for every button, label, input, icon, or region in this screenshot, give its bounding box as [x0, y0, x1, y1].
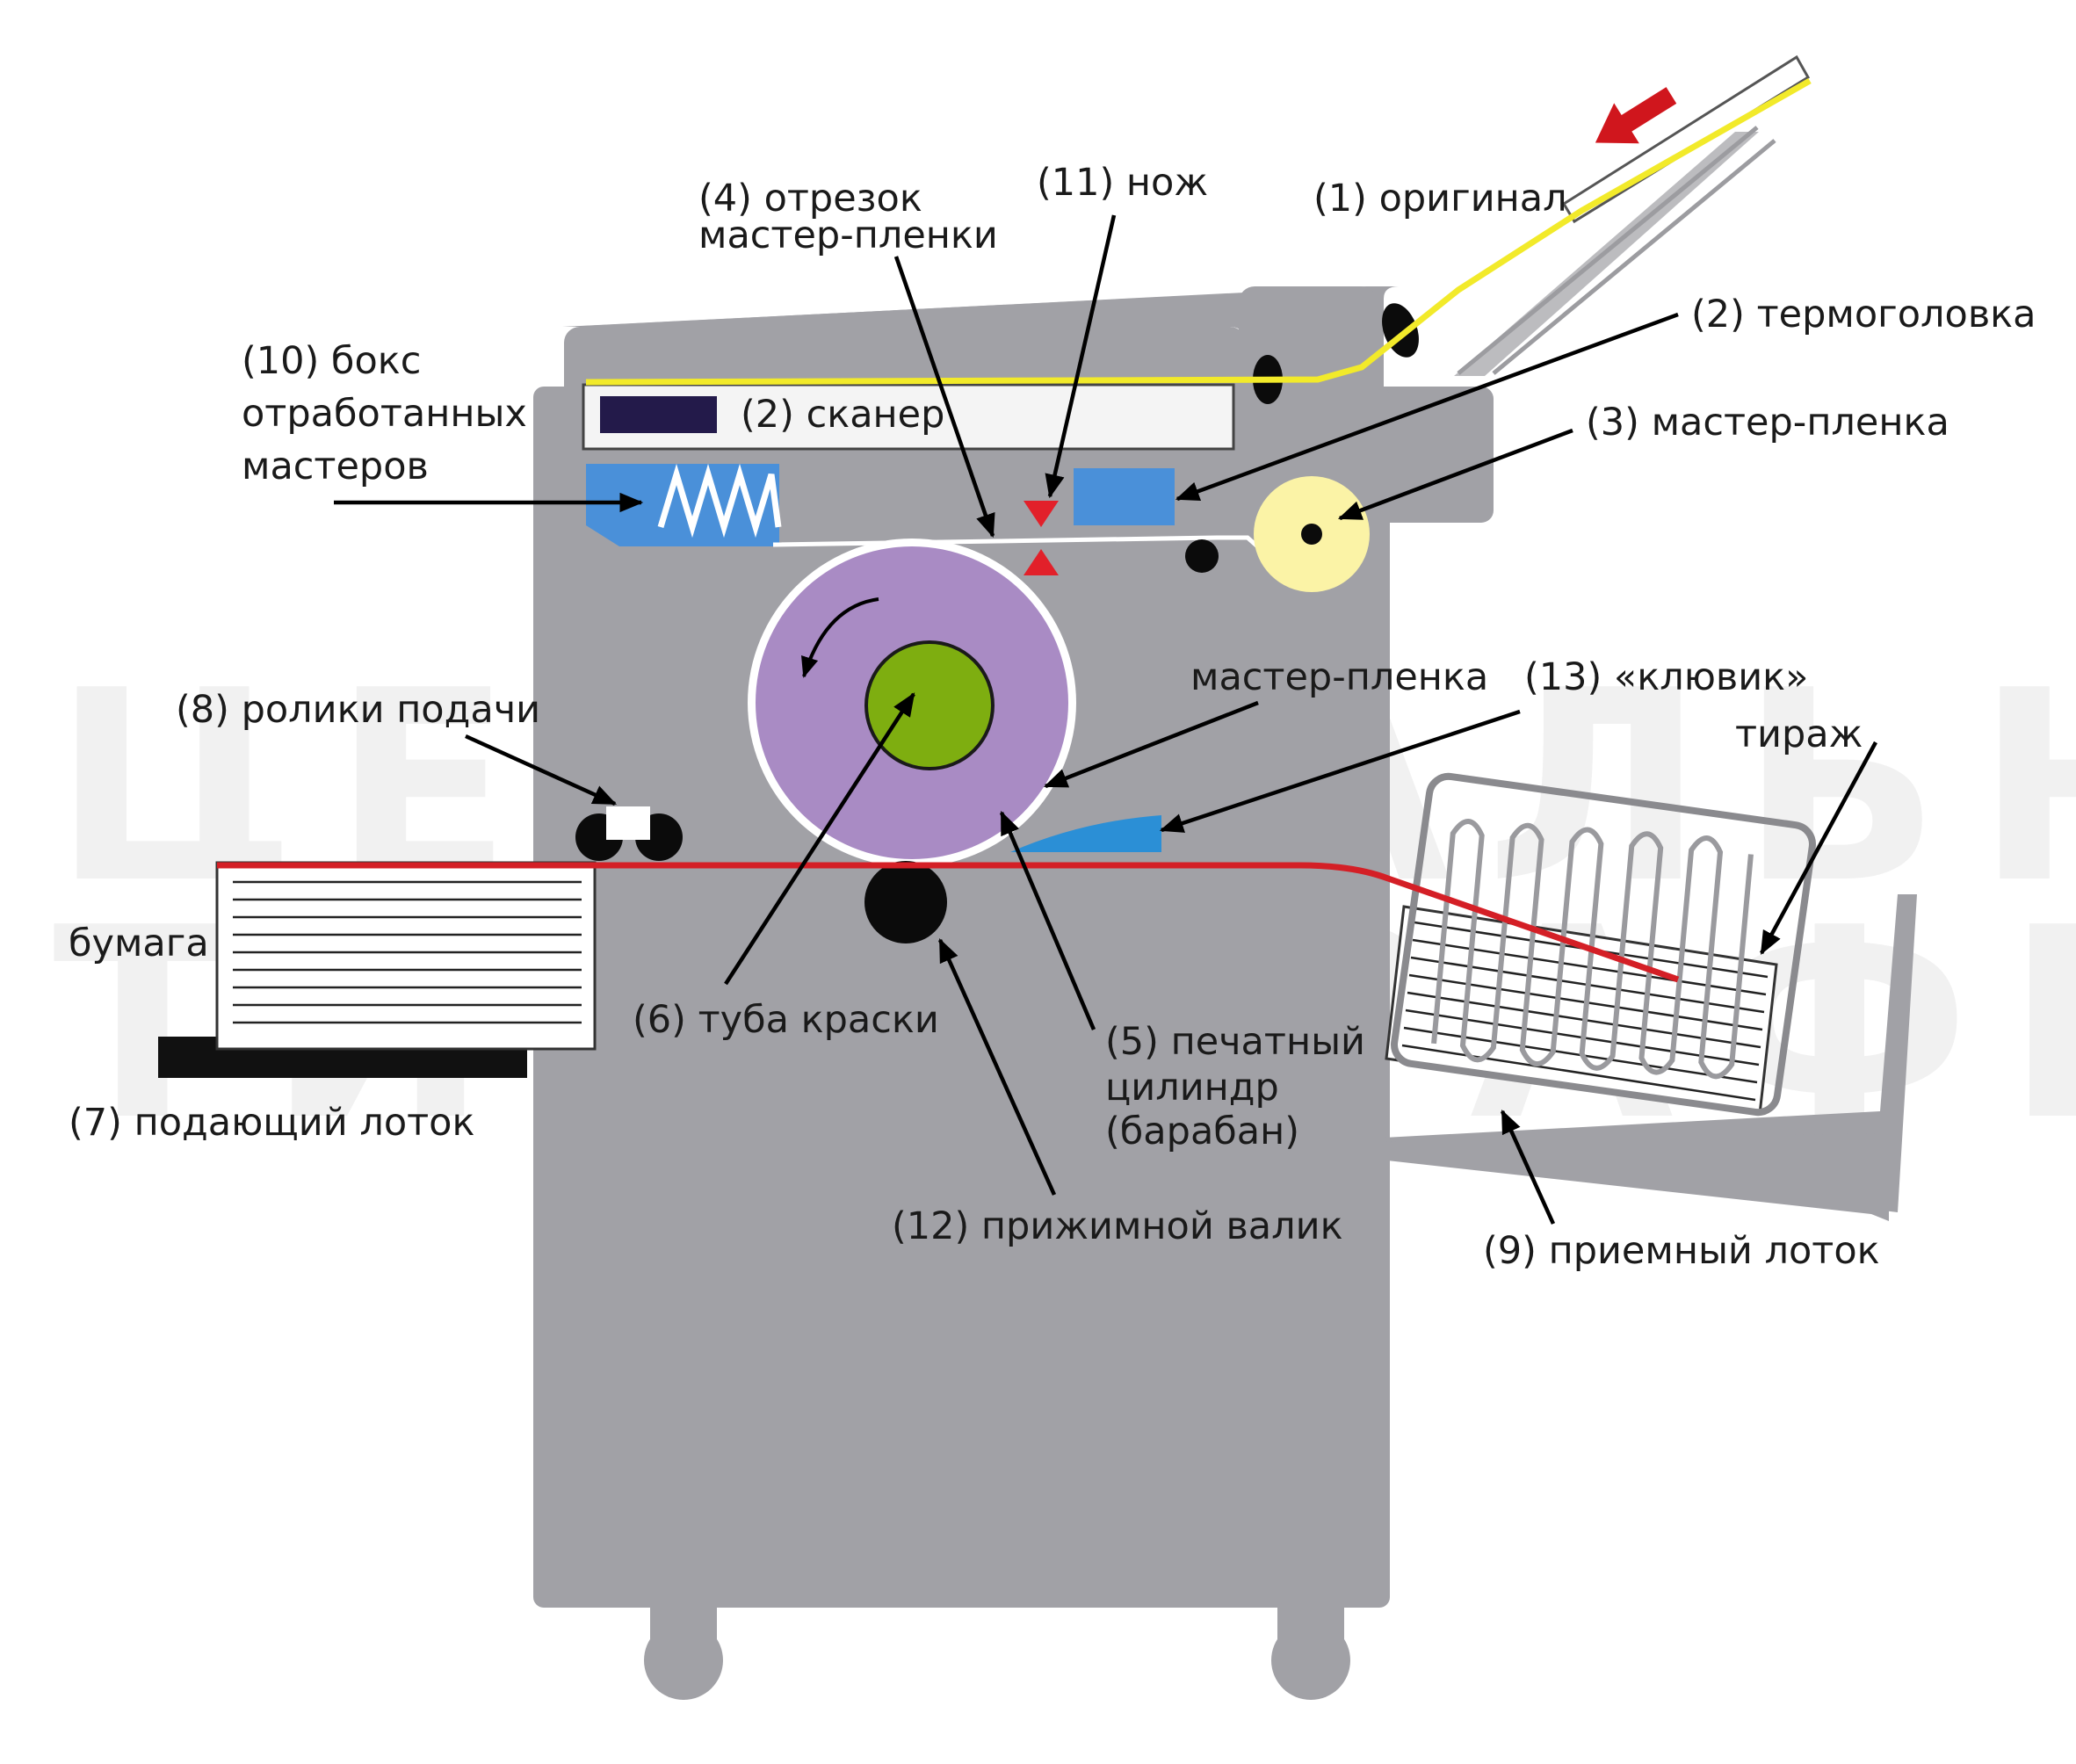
label-drum-1: (5) печатный	[1105, 1020, 1365, 1064]
label-master-cut-1: (4) отрезок	[698, 177, 922, 220]
arrow-print-run	[1760, 741, 1877, 955]
label-waste-box-3: мастеров	[242, 445, 429, 488]
housing-main	[533, 387, 1390, 1608]
master-roll-core	[1301, 524, 1322, 545]
label-paper: бумага	[69, 922, 209, 965]
arrow-drum	[999, 810, 1096, 1030]
label-master-cut-2: мастер-пленки	[698, 213, 998, 257]
spring-icon	[657, 463, 782, 539]
label-beak: (13) «клювик»	[1524, 655, 1808, 699]
arrow-thermohead	[1175, 312, 1679, 502]
thermohead	[1074, 468, 1175, 525]
print-paper-path	[217, 862, 1680, 983]
arrow-knife	[1045, 214, 1117, 499]
label-feed-rollers: (8) ролики подачи	[176, 688, 540, 732]
arrow-ink-tube	[724, 692, 915, 986]
scanner-label: (2) сканер	[741, 393, 944, 437]
label-knife: (11) нож	[1037, 161, 1208, 205]
label-feed-tray: (7) подающий лоток	[69, 1101, 474, 1145]
scanner: (2) сканер	[582, 383, 1235, 451]
label-drum-3: (барабан)	[1105, 1110, 1299, 1153]
label-original: (1) оригинал	[1313, 177, 1567, 220]
rotation-arrow-icon	[801, 597, 879, 678]
label-receiving-tray: (9) приемный лоток	[1483, 1229, 1880, 1273]
labels: (1) оригинал (2) термоголовка (3) мастер…	[69, 161, 2036, 1273]
ink-tube	[864, 640, 995, 770]
original-paper-path	[585, 77, 1812, 386]
knife-upper-blade	[1024, 501, 1059, 527]
knife-lower-blade	[1024, 549, 1059, 575]
label-print-run: тираж	[1735, 712, 1863, 756]
arrow-beak	[1159, 709, 1521, 833]
label-waste-box-1: (10) бокс	[242, 339, 421, 383]
knife	[1024, 501, 1059, 575]
arrow-feed-rollers	[465, 734, 618, 806]
press-roller	[864, 861, 947, 943]
label-waste-box-2: отработанных	[242, 392, 527, 436]
scanner-bar	[600, 396, 717, 433]
red-arrow-icon	[1595, 87, 1677, 144]
paper-stack	[215, 861, 597, 1051]
output-frame	[1391, 772, 1816, 1117]
paper-stack-lines	[233, 880, 582, 1024]
leader-arrows	[334, 214, 1877, 1225]
label-master-film-plain: мастер-пленка	[1190, 655, 1488, 699]
arrow-receiving-tray	[1500, 1109, 1556, 1225]
arrow-master-film-plain	[1043, 700, 1259, 789]
label-ink-tube: (6) туба краски	[633, 998, 939, 1042]
waste-master-box	[586, 463, 782, 546]
guide-roller	[1185, 539, 1219, 573]
print-drum	[748, 539, 1076, 867]
arrow-master-film	[1337, 428, 1573, 521]
feed-tray	[158, 861, 597, 1078]
arrow-master-cut	[893, 256, 995, 539]
beak	[1010, 815, 1161, 852]
label-master-film: (3) мастер-пленка	[1586, 401, 1949, 445]
label-thermohead: (2) термоголовка	[1691, 293, 2036, 336]
label-press-roller: (12) прижимной валик	[892, 1204, 1343, 1248]
arrow-press-roller	[937, 937, 1057, 1196]
feed-roller-separator	[606, 806, 650, 840]
label-drum-2: цилиндр	[1105, 1066, 1279, 1110]
machine-body	[533, 286, 1494, 1700]
feed-rollers	[575, 806, 683, 861]
